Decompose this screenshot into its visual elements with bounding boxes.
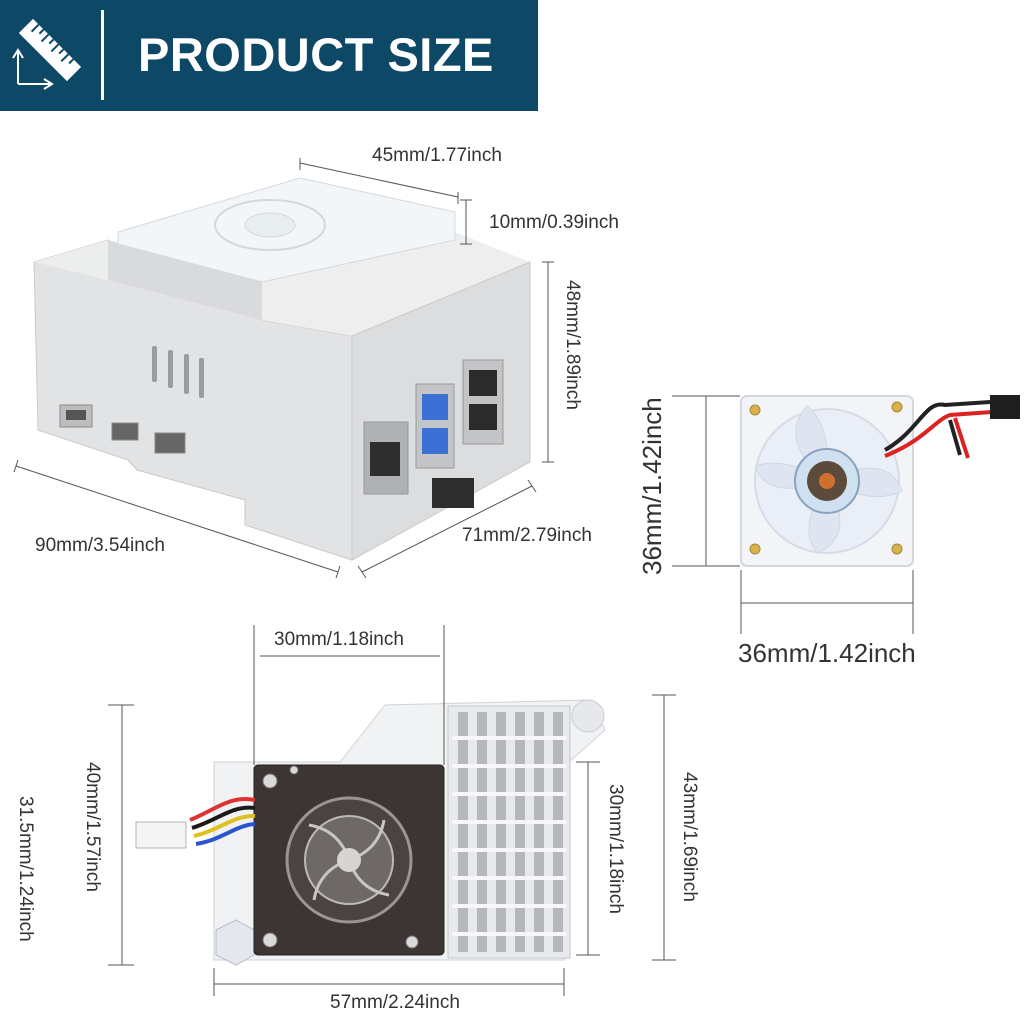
title-banner: PRODUCT SIZE <box>0 0 538 111</box>
cooler-plate-height-label: 40mm/1.57inch <box>82 762 103 892</box>
active-cooler-image <box>135 699 606 966</box>
case-top-width-label: 45mm/1.77inch <box>372 145 502 166</box>
case-fan-cover-height-label: 10mm/0.39inch <box>489 212 619 233</box>
page-title: PRODUCT SIZE <box>138 28 494 81</box>
case-depth-label: 71mm/2.79inch <box>462 525 592 546</box>
cooler-total-width-label: 57mm/2.24inch <box>330 992 460 1013</box>
small-fan-width-label: 36mm/1.42inch <box>738 638 916 668</box>
cooler-fan-height-label: 30mm/1.18inch <box>605 784 626 914</box>
cooler-inner-height-label: 31.5mm/1.24inch <box>15 796 36 942</box>
small-fan-height-label: 36mm/1.42inch <box>637 397 667 575</box>
case-body-height-label: 48mm/1.89inch <box>562 280 583 410</box>
case-enclosure-image <box>33 177 531 561</box>
case-length-label: 90mm/3.54inch <box>35 535 165 556</box>
banner-divider <box>101 10 104 100</box>
cooler-total-height-label: 43mm/1.69inch <box>679 772 700 902</box>
ruler-measure-icon <box>12 18 82 90</box>
cooler-fan-width-label: 30mm/1.18inch <box>274 629 404 650</box>
small-fan-image <box>740 395 1020 567</box>
